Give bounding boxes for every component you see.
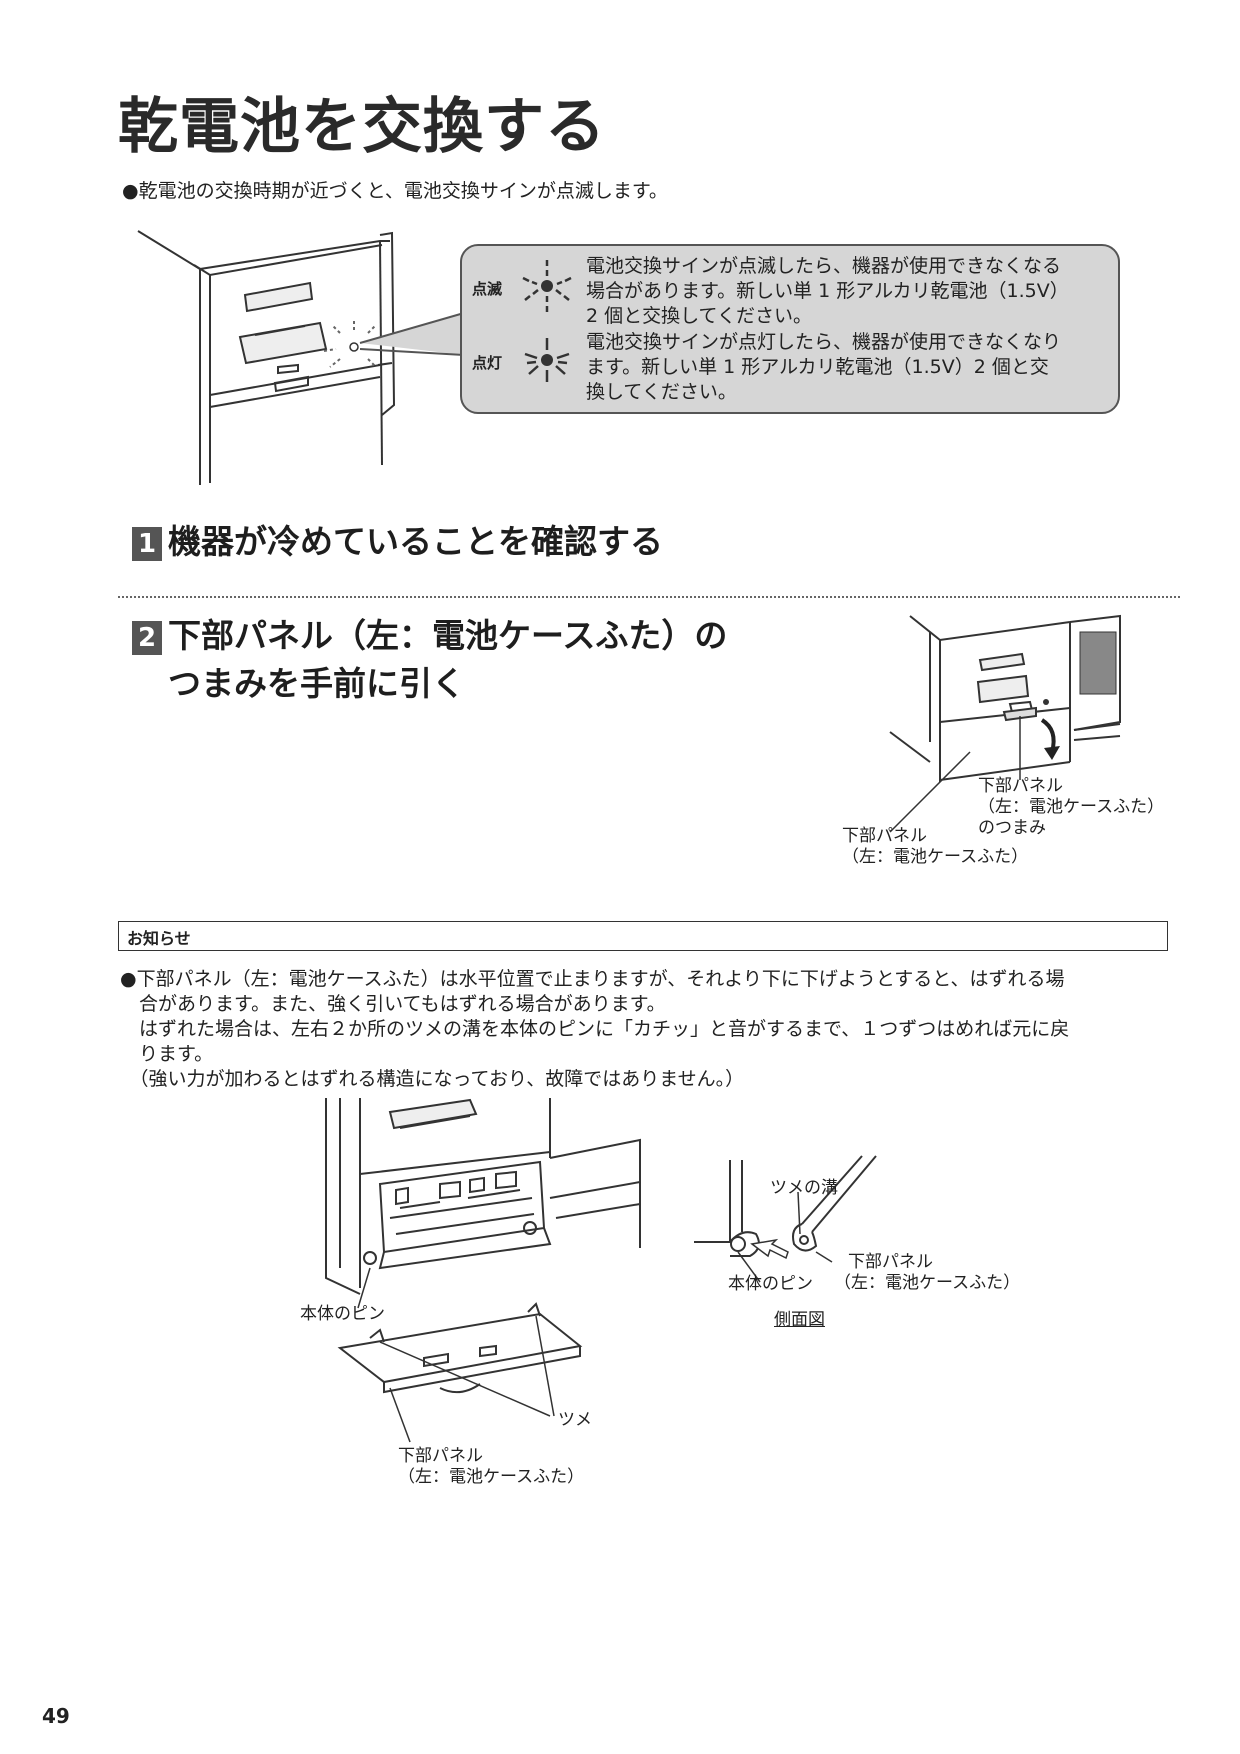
groove-label: ツメの溝	[770, 1178, 838, 1198]
panel-label-3: 下部パネル （左：電池ケースふた）	[398, 1446, 585, 1487]
battery-sign-illustration	[137, 230, 465, 485]
pull-knob-illustration	[889, 614, 1121, 833]
removed-panel-illustration	[325, 1098, 641, 1443]
side-view-illustration	[694, 1155, 877, 1283]
blink-description: 電池交換サインが点滅したら、機器が使用できなくなる 場合があります。新しい単 1…	[586, 255, 1069, 327]
tab-label: ツメ	[558, 1410, 592, 1430]
notice-text: ●下部パネル（左：電池ケースふた）は水平位置で止まりますが、それより下に下げよう…	[120, 968, 1070, 1090]
side-view-caption: 側面図	[774, 1310, 825, 1330]
step-2-line1: 下部パネル（左：電池ケースふた）の	[168, 616, 728, 655]
lit-sign-icon	[524, 338, 570, 382]
battery-sign-callout: 点滅 電池交換サインが点滅したら、機器が使用できなくなる 場合があります。新しい…	[460, 244, 1120, 414]
step-2-line2: つまみを手前に引く	[168, 664, 465, 703]
intro-text: ●乾電池の交換時期が近づくと、電池交換サインが点滅します。	[122, 180, 668, 202]
lit-description: 電池交換サインが点灯したら、機器が使用できなくなり ます。新しい単 1 形アルカ…	[586, 331, 1062, 403]
notice-heading: お知らせ	[118, 921, 1168, 951]
section-divider	[118, 596, 1180, 598]
step-1-text: 機器が冷めていることを確認する	[168, 522, 663, 561]
step-number-2: 2	[132, 620, 162, 655]
blink-label: 点滅	[472, 280, 503, 298]
step-number-1: 1	[132, 526, 162, 561]
blinking-sign-icon	[522, 260, 572, 312]
pin-label-4: 本体のピン	[728, 1274, 813, 1294]
lit-label: 点灯	[472, 354, 503, 372]
page-title: 乾電池を交換する	[118, 92, 606, 162]
knob-label: 下部パネル （左：電池ケースふた） のつまみ	[978, 776, 1165, 838]
page-number: 49	[42, 1704, 70, 1728]
panel-label-4: 下部パネル （左：電池ケースふた）	[834, 1252, 1021, 1293]
pin-label: 本体のピン	[300, 1304, 385, 1324]
panel-label: 下部パネル （左：電池ケースふた）	[842, 826, 1029, 867]
